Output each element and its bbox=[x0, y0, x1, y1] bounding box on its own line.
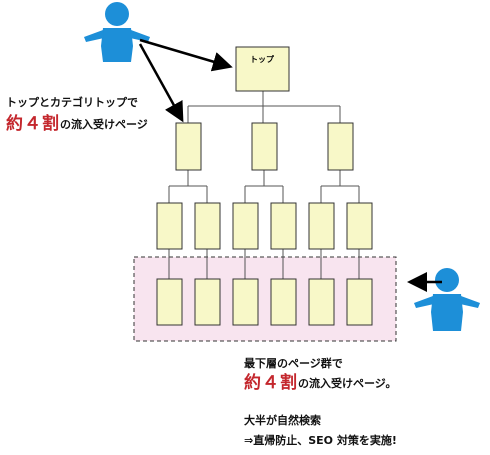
search-note-line2: ⇒直帰防止、SEO 対策を実施! bbox=[244, 434, 397, 447]
bottom-page-node bbox=[194, 278, 221, 326]
person-icon bbox=[414, 268, 480, 331]
bottom-entry-caption: 最下層のページ群で bbox=[244, 357, 343, 371]
category-page-node bbox=[175, 122, 202, 171]
bottom-entry-stat: 約４割の流入受けページ。 bbox=[244, 373, 397, 393]
top-entry-line1: トップとカテゴリトップで bbox=[6, 96, 138, 109]
person-icon bbox=[84, 2, 150, 62]
tree-connectors bbox=[168, 91, 360, 279]
bottom-page-node bbox=[346, 278, 373, 326]
top-entry-stat: 約４割の流入受けページ bbox=[6, 114, 148, 134]
top-entry-caption: トップとカテゴリトップで bbox=[6, 96, 138, 110]
sub-page-node bbox=[308, 202, 335, 250]
bottom-page-node bbox=[308, 278, 335, 326]
traffic-arrows bbox=[138, 38, 442, 292]
bottom-entry-rest: の流入受けページ。 bbox=[298, 377, 397, 390]
top-entry-rest: の流入受けページ bbox=[60, 118, 148, 131]
sub-page-node bbox=[232, 202, 259, 250]
sub-page-node bbox=[194, 202, 221, 250]
sub-page-node bbox=[156, 202, 183, 250]
search-note-line1: 大半が自然検索 bbox=[244, 414, 321, 427]
top-page-label: トップ bbox=[250, 54, 275, 64]
category-page-node bbox=[251, 122, 278, 171]
bottom-entry-line1: 最下層のページ群で bbox=[244, 357, 343, 370]
sub-page-node bbox=[346, 202, 373, 250]
category-page-node bbox=[327, 122, 354, 171]
top-entry-highlight: 約４割 bbox=[6, 114, 60, 134]
bottom-page-node bbox=[270, 278, 297, 326]
bottom-entry-highlight: 約４割 bbox=[244, 373, 298, 393]
top-page-node bbox=[235, 46, 290, 92]
bottom-page-node bbox=[156, 278, 183, 326]
bottom-page-node bbox=[232, 278, 259, 326]
sub-page-node bbox=[270, 202, 297, 250]
